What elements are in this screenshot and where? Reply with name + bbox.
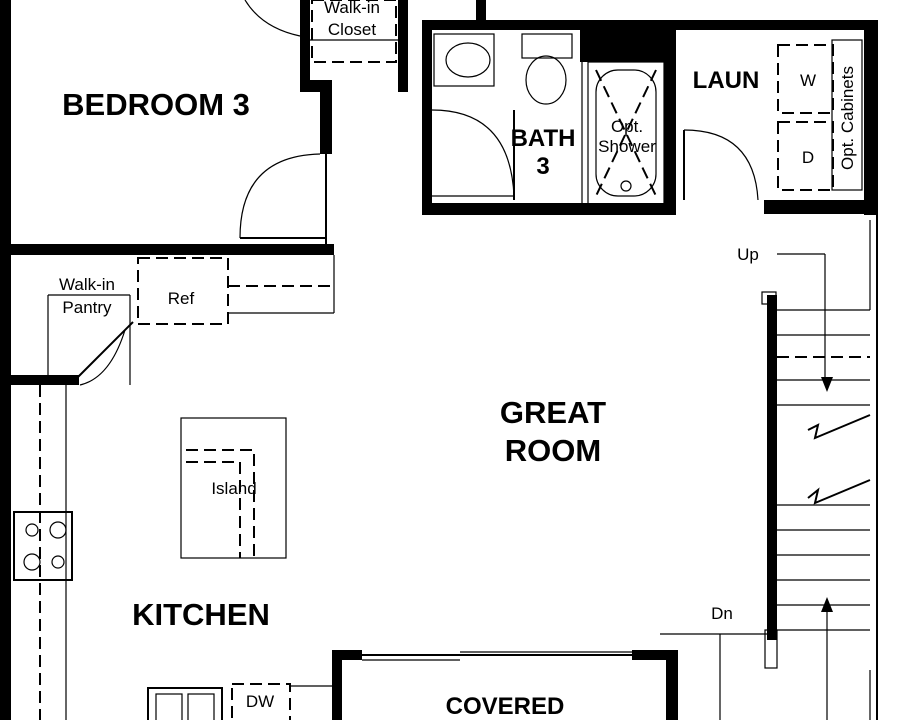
dryer [777, 121, 834, 191]
covered-west-wall [332, 650, 342, 720]
bedroom-label: BEDROOM 3 [62, 87, 250, 122]
opt-cabinets [831, 39, 863, 191]
burner [49, 521, 67, 539]
tub [587, 61, 665, 205]
burner [23, 553, 41, 571]
closet-label-2: Closet [328, 20, 376, 39]
fixtures [13, 0, 878, 720]
covered-north-wall-a [332, 650, 362, 660]
pantry-south-wall [11, 375, 79, 385]
walls [0, 0, 878, 720]
washer-label: W [800, 71, 816, 90]
cooktop [13, 511, 73, 581]
bath-label-2: 3 [536, 153, 549, 180]
great-room-label-1: GREAT [500, 395, 606, 430]
burner [25, 523, 39, 537]
laundry-label: LAUN [693, 67, 760, 94]
refrigerator [137, 257, 229, 325]
sink-basin [445, 42, 491, 78]
toilet-bowl [525, 55, 567, 105]
fridge-label: Ref [168, 289, 195, 308]
burner [51, 555, 65, 569]
great-room-label-2: ROOM [505, 433, 601, 468]
bath-west-wall [422, 20, 432, 215]
shaft [580, 24, 675, 62]
kitchen-island [180, 417, 287, 559]
laundry-west-wall [664, 24, 676, 215]
shower-label-2: Shower [598, 137, 656, 156]
cabinets-label: Opt. Cabinets [838, 66, 857, 170]
kitchen-label: KITCHEN [132, 597, 270, 632]
closet-west-wall [300, 0, 310, 92]
dishwasher [231, 683, 291, 720]
left-exterior-wall [0, 0, 11, 720]
bath-south-wall [422, 203, 676, 215]
stair-rail-wall [767, 295, 777, 640]
laundry-south-wall [764, 200, 878, 214]
laundry-east-wall [864, 20, 878, 215]
island-label: Island [211, 479, 256, 498]
sink [147, 687, 223, 720]
dryer-label: D [802, 148, 814, 167]
bedroom-south-wall [11, 244, 334, 255]
covered-north-wall-b [632, 650, 678, 660]
staircase [660, 253, 871, 720]
bath-label-1: BATH [511, 125, 576, 152]
shower-label-1: Opt. [611, 117, 643, 136]
stairs-down-label: Dn [711, 604, 733, 623]
pantry-label-2: Pantry [62, 298, 112, 317]
pantry-label-1: Walk-in [59, 275, 115, 294]
toilet-tank [521, 33, 573, 59]
closet-label-1: Walk-in [324, 0, 380, 17]
covered-east-wall [666, 650, 678, 720]
bath-top-wall-stub [476, 0, 486, 22]
stairs-up-label: Up [737, 245, 759, 264]
closet-shelf [311, 0, 397, 63]
vanity [433, 33, 495, 87]
washer [777, 44, 834, 114]
closet-east-wall [398, 0, 408, 92]
bedroom-east-wall [320, 90, 332, 154]
covered-label: COVERED [446, 693, 565, 720]
pantry-door [74, 321, 134, 381]
labels: BEDROOM 3 Walk-in Closet BATH 3 Opt. Sho… [59, 0, 857, 720]
dishwasher-label: DW [246, 692, 274, 711]
